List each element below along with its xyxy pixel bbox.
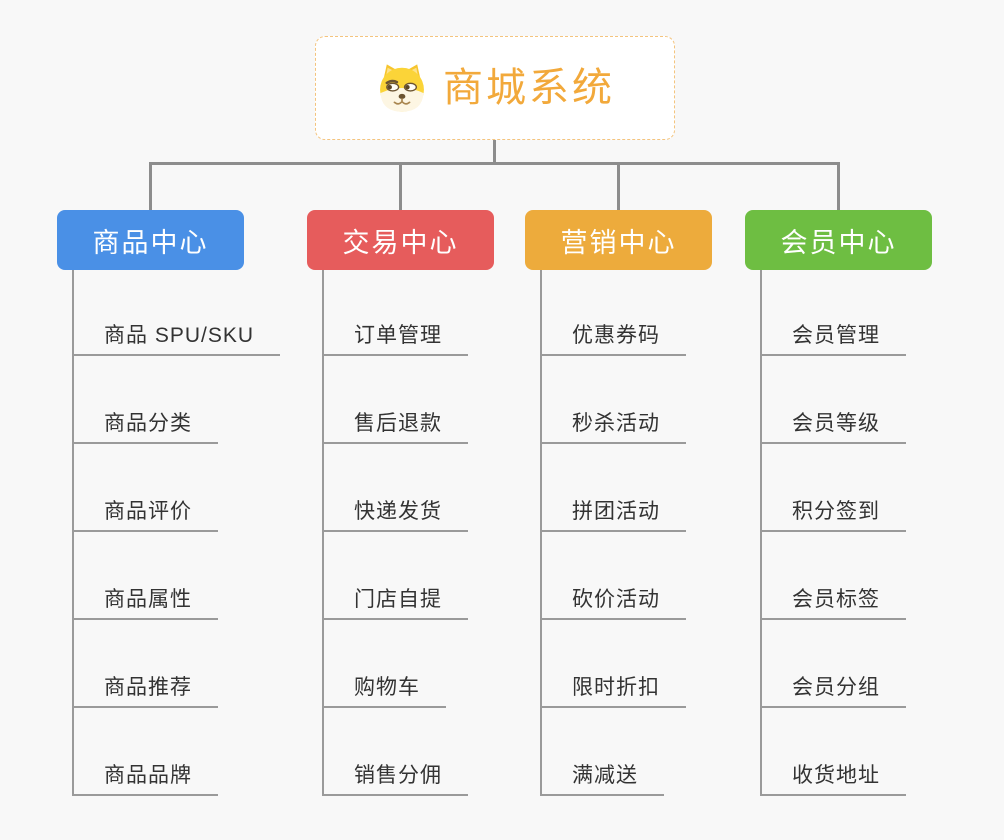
leaf-node[interactable]: 商品推荐	[74, 676, 218, 708]
leaf-node[interactable]: 商品 SPU/SKU	[74, 324, 281, 356]
connector-drop-members	[837, 162, 840, 210]
leaf-node[interactable]: 门店自提	[324, 588, 468, 620]
leaf-node[interactable]: 秒杀活动	[542, 412, 686, 444]
leaf-node[interactable]: 商品属性	[74, 588, 218, 620]
leaf-node[interactable]: 会员等级	[762, 412, 906, 444]
connector-drop-trade	[399, 162, 402, 210]
leaf-node[interactable]: 积分签到	[762, 500, 906, 532]
branch-node-marketing-center[interactable]: 营销中心	[525, 210, 712, 270]
leaf-node[interactable]: 限时折扣	[542, 676, 686, 708]
branch-node-member-center[interactable]: 会员中心	[745, 210, 932, 270]
connector-drop-marketing	[617, 162, 620, 210]
leaf-column-marketing-center: 优惠券码 秒杀活动 拼团活动 砍价活动 限时折扣 满减送	[540, 270, 686, 796]
leaf-node[interactable]: 满减送	[542, 764, 664, 796]
leaf-node[interactable]: 订单管理	[324, 324, 468, 356]
branch-node-product-center[interactable]: 商品中心	[57, 210, 244, 270]
leaf-column-member-center: 会员管理 会员等级 积分签到 会员标签 会员分组 收货地址	[760, 270, 906, 796]
leaf-node[interactable]: 会员分组	[762, 676, 906, 708]
leaf-node[interactable]: 收货地址	[762, 764, 906, 796]
branch-node-trade-center[interactable]: 交易中心	[307, 210, 494, 270]
connector-drop-products	[149, 162, 152, 210]
leaf-node[interactable]: 售后退款	[324, 412, 468, 444]
leaf-column-product-center: 商品 SPU/SKU 商品分类 商品评价 商品属性 商品推荐 商品品牌	[72, 270, 281, 796]
leaf-node[interactable]: 商品品牌	[74, 764, 218, 796]
leaf-node[interactable]: 购物车	[324, 676, 446, 708]
connector-horizontal-bar	[149, 162, 840, 165]
root-node-mall-system[interactable]: 商城系统	[315, 36, 675, 140]
leaf-node[interactable]: 商品评价	[74, 500, 218, 532]
leaf-node[interactable]: 会员管理	[762, 324, 906, 356]
connector-root-stub	[493, 140, 496, 165]
leaf-node[interactable]: 快递发货	[324, 500, 468, 532]
leaf-node[interactable]: 拼团活动	[542, 500, 686, 532]
root-title: 商城系统	[443, 66, 615, 110]
leaf-node[interactable]: 商品分类	[74, 412, 218, 444]
dog-icon	[380, 64, 424, 112]
leaf-column-trade-center: 订单管理 售后退款 快递发货 门店自提 购物车 销售分佣	[322, 270, 468, 796]
leaf-node[interactable]: 会员标签	[762, 588, 906, 620]
leaf-node[interactable]: 优惠券码	[542, 324, 686, 356]
leaf-node[interactable]: 砍价活动	[542, 588, 686, 620]
leaf-node[interactable]: 销售分佣	[324, 764, 468, 796]
